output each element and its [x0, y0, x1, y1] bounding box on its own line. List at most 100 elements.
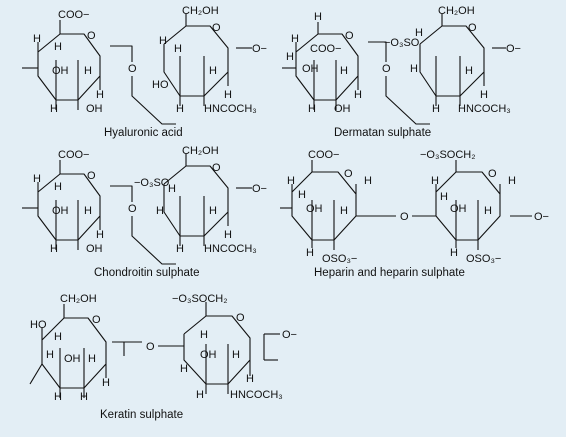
ring2-h-label: H [156, 205, 164, 217]
ring1-h-label: H [80, 391, 88, 403]
ring1-h-label: H [50, 103, 58, 115]
ring1-oh-label: OH [52, 205, 69, 217]
ring2-h-label: H [159, 35, 167, 47]
ring2-h-label: H [168, 183, 176, 195]
ring1-h-label: H [84, 205, 92, 217]
ring2-nh-label: HNCOCH₃ [458, 103, 511, 115]
ring2-h-label: H [224, 229, 232, 241]
ring-oxygen: O [87, 170, 96, 182]
ring2-anomeric-label: O− [534, 211, 549, 223]
ring1-h-label: H [308, 103, 316, 115]
ring2-sulphate-label: OSO₃− [466, 253, 501, 265]
ring2-h-label: H [410, 63, 418, 75]
ring1-h-label: H [102, 377, 110, 389]
ring2-sulphate-label: −O₃SO [134, 177, 170, 189]
ring-oxygen: O [236, 312, 245, 324]
ring2-h-label: H [174, 43, 182, 55]
ring1-oh-label: OH [334, 103, 351, 115]
caption-heparin: Heparin and heparin sulphate [314, 267, 465, 279]
ring1-h-label: H [298, 189, 306, 201]
ring1-h-label: H [88, 353, 96, 365]
ring1-h-label: H [340, 205, 348, 217]
ring1-h-label: H [314, 11, 322, 23]
ring-oxygen: O [92, 314, 101, 326]
structure-dermatan-sulphate: H COO− H OH H H H OH H O O CH₂OH −O₃SO H… [282, 5, 521, 139]
ring2-h-label: H [196, 389, 204, 401]
ring1-h-label: H [354, 89, 362, 101]
ring1-oh-label: OH [52, 65, 69, 77]
ring1-top-label: COO− [58, 149, 89, 161]
ring1-h-label: H [50, 243, 58, 255]
ring2-anomeric-label: O− [282, 329, 297, 341]
ring2-h-label: H [480, 89, 488, 101]
ring2-nh-label: HNCOCH₃ [230, 389, 283, 401]
ring1-h-label: H [364, 175, 372, 187]
ring2-h-label: H [180, 363, 188, 375]
ring-1: COO− H H OH H H H OSO₃− [280, 149, 372, 265]
ring1-oh-label: OH [86, 103, 103, 115]
caption-dermatan-sulphate: Dermatan sulphate [334, 127, 431, 139]
ring1-h-label: H [54, 391, 62, 403]
ring1-h-label: H [33, 173, 41, 185]
ring2-h-label: H [440, 191, 448, 203]
ring2-top-label: CH₂OH [182, 145, 219, 157]
ring1-h-label: H [340, 65, 348, 77]
ring2-h-label: H [450, 247, 458, 259]
caption-chondroitin-sulphate: Chondroitin sulphate [94, 267, 200, 279]
ring-1: COO− H H OH H H H OH [22, 149, 104, 255]
ring1-sulphate-label: OSO₃− [322, 253, 357, 265]
ring-oxygen: O [212, 162, 221, 174]
ring1-h-label: H [306, 247, 314, 259]
ring2-h-label: H [200, 329, 208, 341]
ring-oxygen: O [212, 22, 221, 34]
ring-2: CH₂OH −O₃SO H H H H H HNCOCH₃ O− [134, 145, 267, 255]
ring-oxygen: O [344, 168, 353, 180]
ring1-h-label: H [291, 33, 299, 45]
glycosidic-oxygen: O [128, 203, 137, 215]
ring1-h-label: H [54, 41, 62, 53]
ring2-h-label: H [484, 205, 492, 217]
ring1-h-label: H [286, 51, 294, 63]
ring1-h-label: H [96, 229, 104, 241]
ring-1: COO− H H OH H H H OH [22, 9, 104, 115]
ring2-h-label: H [176, 103, 184, 115]
glycosidic-oxygen: O [400, 211, 409, 223]
ring2-h-label: H [431, 175, 439, 187]
ring1-oh-label: OH [306, 203, 323, 215]
ring2-h-label: H [432, 103, 440, 115]
ring2-h-label: H [224, 89, 232, 101]
structure-keratin-sulphate: CH₂OH H O H H OH H H H H O O −O₃SOCH₂ [29, 293, 297, 421]
caption-hyaluronic-acid: Hyaluronic acid [104, 127, 183, 139]
ring1-oh-label: OH [64, 353, 81, 365]
ring-2: CH₂OH H H HO H H H HNCOCH₃ O− [152, 5, 267, 115]
ring1-top-label: COO− [310, 43, 341, 55]
structure-hyaluronic-acid: COO− H H OH H H H OH O O CH₂OH H H HO [22, 5, 267, 139]
ring1-h-label: H [287, 175, 295, 187]
ring1-oh-label: OH [302, 63, 319, 75]
ring2-top-label: −O₃SOCH₂ [172, 293, 228, 305]
ring-oxygen: O [488, 168, 497, 180]
ring2-anomeric-label: O− [252, 43, 267, 55]
ring2-oh-label: OH [450, 203, 467, 215]
ring1-top-label: CH₂OH [60, 293, 97, 305]
ring1-oh-label: OH [86, 243, 103, 255]
ring2-h-label: H [246, 373, 254, 385]
ring2-top-label: CH₂OH [438, 5, 475, 17]
ring-oxygen: O [87, 30, 96, 42]
structure-chondroitin-sulphate: COO− H H OH H H H OH O O CH₂OH −O₃SO H H… [22, 145, 267, 279]
ring1-top-label: COO− [58, 9, 89, 21]
glycosidic-oxygen: O [146, 341, 155, 353]
ring-1: CH₂OH HO H H OH H H H H [29, 293, 110, 403]
ring2-nh-label: HNCOCH₃ [204, 243, 257, 255]
ring2-top-label: −O₃SOCH₂ [420, 149, 476, 161]
ring2-nh-label: HNCOCH₃ [204, 103, 257, 115]
ring2-h-label: H [176, 243, 184, 255]
ring2-anomeric-label: O− [252, 183, 267, 195]
ring1-h-label: H [84, 65, 92, 77]
caption-keratin-sulphate: Keratin sulphate [100, 409, 183, 421]
structure-heparin: COO− H H OH H H H OSO₃− O O −O₃SOCH₂ H H… [280, 149, 549, 279]
ring-1: H COO− H OH H H H OH H [282, 11, 362, 115]
ring1-h-label: H [54, 331, 62, 343]
